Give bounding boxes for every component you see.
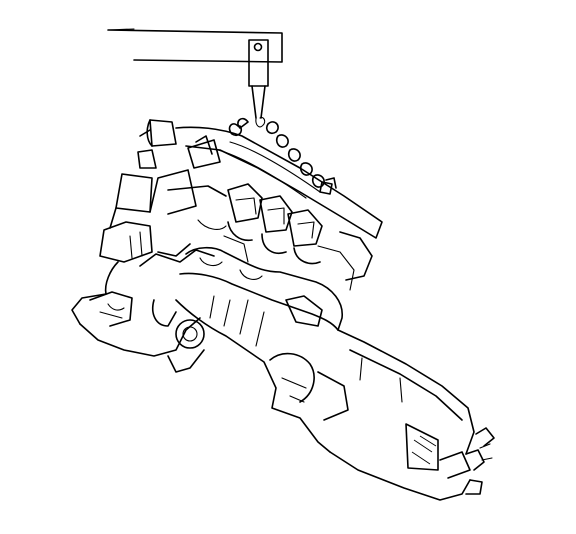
engine-detail-lines (197, 177, 373, 347)
lifting-beam (107, 28, 283, 63)
transmission-tail (465, 427, 495, 495)
intake-runners (227, 183, 323, 265)
lifting-chain (228, 117, 333, 195)
lifting-hook-bracket (248, 39, 269, 128)
oil-pan (79, 291, 205, 373)
transmission-case (175, 299, 475, 501)
cylinder-block (71, 169, 227, 325)
exhaust-manifold (179, 246, 343, 331)
engine-valve-cover (137, 119, 383, 239)
